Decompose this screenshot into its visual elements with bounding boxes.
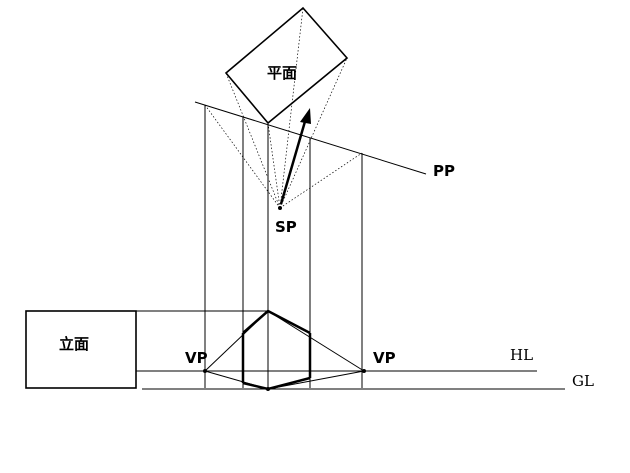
vp-left-label: VP: [185, 349, 208, 367]
perspective-box: [241, 309, 312, 391]
vertical-projectors: [204, 105, 363, 388]
station-point-label: SP: [275, 218, 297, 236]
horizon-line-label: HL: [510, 346, 533, 364]
convergence-lines: [204, 310, 365, 390]
visual-rays: [225, 7, 348, 209]
view-direction-arrow: [279, 117, 308, 205]
vp-right-label: VP: [373, 349, 396, 367]
plan-square: [224, 6, 349, 125]
station-point-dot: [278, 206, 282, 210]
elevation-box: [25, 310, 137, 389]
picture-plane-label: PP: [433, 162, 455, 180]
ground-line-label: GL: [572, 372, 594, 390]
arrow-head: [300, 108, 311, 124]
front-corner-dot: [266, 387, 270, 391]
plan-label: 平面: [267, 64, 297, 82]
elevation-label: 立面: [59, 335, 89, 353]
